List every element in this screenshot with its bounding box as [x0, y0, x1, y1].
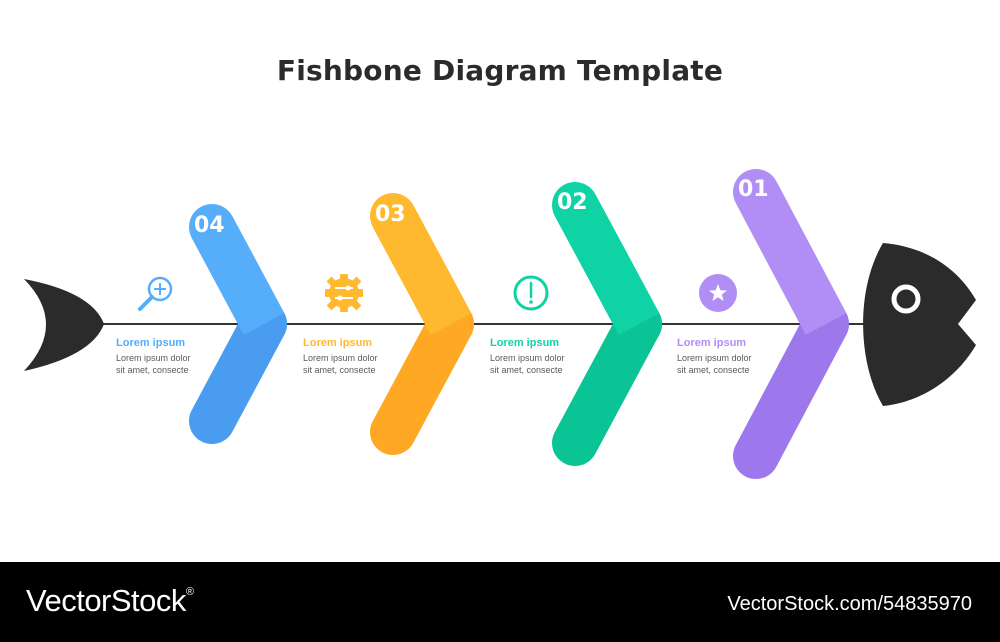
exclamation-circle-icon — [513, 275, 549, 311]
bone-label-02: Lorem ipsum Lorem ipsum dolor sit amet, … — [490, 337, 610, 376]
bone-number-04: 04 — [194, 213, 225, 238]
bone-heading: Lorem ipsum — [490, 337, 560, 349]
fish-tail — [24, 279, 104, 371]
diagram-title: Fishbone Diagram Template — [276, 54, 724, 87]
bone-01 — [733, 169, 849, 479]
bone-label-01: Lorem ipsum Lorem ipsum dolor sit amet, … — [677, 337, 797, 376]
bone-heading: Lorem ipsum — [303, 337, 373, 349]
bone-number-01: 01 — [738, 177, 769, 202]
fish-eye — [891, 284, 921, 314]
fishbone-diagram — [24, 169, 976, 479]
bone-03 — [370, 193, 474, 455]
brand-logo: VectorStock® — [26, 583, 194, 619]
bone-02 — [552, 182, 662, 466]
bone-text-line: Lorem ipsum dolor — [303, 353, 378, 363]
gear-sliders-icon — [325, 274, 363, 312]
bone-text-line: Lorem ipsum dolor — [116, 353, 191, 363]
bone-text-line: sit amet, consecte — [303, 365, 376, 375]
bone-number-02: 02 — [557, 190, 588, 215]
bone-text-line: sit amet, consecte — [677, 365, 750, 375]
registered-mark: ® — [185, 586, 194, 598]
bone-heading: Lorem ipsum — [677, 337, 747, 349]
magnifier-plus-icon — [138, 276, 173, 311]
fish-head — [863, 243, 976, 406]
bone-number-03: 03 — [375, 202, 406, 227]
bone-text-line: Lorem ipsum dolor — [677, 353, 752, 363]
bone-04 — [189, 204, 287, 444]
brand-name: VectorStock — [26, 583, 186, 618]
bone-text-line: sit amet, consecte — [116, 365, 189, 375]
star-circle-icon — [699, 274, 737, 312]
bone-text-line: sit amet, consecte — [490, 365, 563, 375]
bone-heading: Lorem ipsum — [116, 337, 186, 349]
footer-bar: VectorStock® VectorStock.com/54835970 — [0, 562, 1000, 642]
bone-label-03: Lorem ipsum Lorem ipsum dolor sit amet, … — [303, 337, 423, 376]
bone-text-line: Lorem ipsum dolor — [490, 353, 565, 363]
bone-label-04: Lorem ipsum Lorem ipsum dolor sit amet, … — [116, 337, 236, 376]
image-reference: VectorStock.com/54835970 — [727, 593, 972, 615]
